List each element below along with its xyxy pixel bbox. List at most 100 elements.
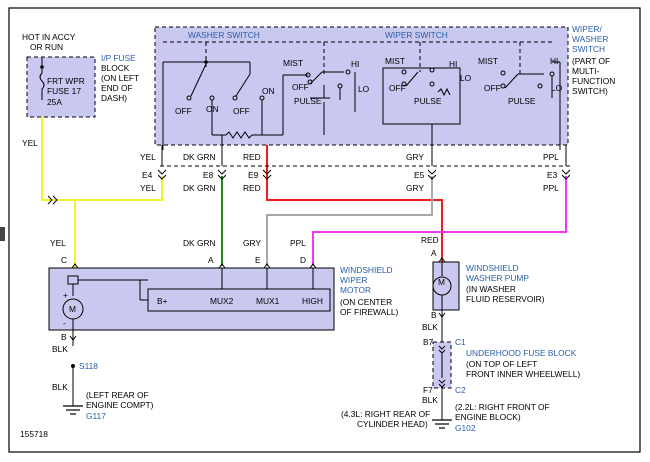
uh-c1: C1 [455, 337, 466, 347]
label-gry-mid: GRY [406, 183, 424, 193]
label-e4: E4 [142, 170, 153, 180]
motor-pin-d: D [300, 255, 306, 265]
switch-to-connector-wires [160, 145, 570, 167]
label-ppl-motor: PPL [290, 238, 306, 248]
washer-pump-internals [432, 257, 452, 342]
label-e3: E3 [547, 170, 558, 180]
label-yel-mid: YEL [140, 183, 156, 193]
fuse-symbol [39, 68, 45, 100]
wiper-b-off: OFF [389, 83, 406, 93]
wiper-c-off: OFF [484, 83, 501, 93]
motor-loc-2: OF FIREWALL) [340, 307, 399, 317]
wiper-a-hi: HI [351, 59, 359, 69]
pump-name-2: WASHER PUMP [466, 273, 529, 283]
wiper-switch-section-a [282, 48, 356, 135]
wiper-b-pulse: PULSE [414, 96, 442, 106]
wire-gry [266, 176, 433, 266]
diagram-frame [8, 7, 641, 453]
motor-mux2: MUX2 [210, 296, 234, 306]
label-e8: E8 [203, 170, 214, 180]
fuse-block-name-2: BLOCK [101, 63, 130, 73]
motor-pin-c: C [61, 255, 67, 265]
motor-loc-1: (ON CENTER [340, 297, 392, 307]
washer-on-2: ON [262, 86, 275, 96]
switch-note-3: FUNCTION [572, 76, 615, 86]
motor-pin-arrows [62, 263, 317, 346]
uh-loc-2: FRONT INNER WHEELWELL) [466, 369, 580, 379]
wiper-a-lo: LO [358, 84, 370, 94]
gnd-left-blk-1: BLK [52, 344, 68, 354]
side-tab [0, 227, 5, 241]
motor-pin-b: B [61, 332, 67, 342]
uh-f7: F7 [423, 385, 433, 395]
hot-label-2: OR RUN [30, 42, 63, 52]
gnd-right-blk-2: BLK [422, 395, 438, 405]
washer-switch-contacts [162, 60, 283, 150]
uh-c2: C2 [455, 385, 466, 395]
label-red-pump: RED [421, 235, 439, 245]
motor-bplus: B+ [157, 296, 168, 306]
pump-pin-a: A [431, 248, 437, 258]
figure-id: 155718 [20, 429, 48, 439]
pump-name-1: WINDSHIELD [466, 263, 519, 273]
pump-blk: BLK [422, 322, 438, 332]
wiper-b-lo: LO [460, 73, 472, 83]
label-yel-motor: YEL [50, 238, 66, 248]
wiper-c-mist: MIST [478, 56, 498, 66]
pump-pin-b: B [431, 310, 437, 320]
uh-loc-1: (ON TOP OF LEFT [466, 359, 537, 369]
wiper-a-off: OFF [292, 82, 309, 92]
label-dkgrn-motor: DK GRN [183, 238, 216, 248]
inline-connectors [47, 169, 571, 205]
wiper-motor [48, 267, 335, 331]
gnd-left-blk-2: BLK [52, 382, 68, 392]
label-dkgrn-top: DK GRN [183, 152, 216, 162]
switch-name-1: WIPER/ [572, 24, 602, 34]
label-ppl-mid: PPL [543, 183, 559, 193]
ip-fuse-block [26, 56, 96, 118]
label-gry-motor: GRY [243, 238, 261, 248]
fuse-block-loc-3: DASH) [101, 93, 127, 103]
label-ppl-top: PPL [543, 152, 559, 162]
fuse-block-loc-2: END OF [101, 83, 133, 93]
hot-label-1: HOT IN ACCY [22, 32, 76, 42]
motor-name-1: WINDSHIELD [340, 265, 393, 275]
label-e5: E5 [414, 170, 425, 180]
motor-minus: - [63, 318, 66, 328]
label-e9: E9 [248, 170, 259, 180]
wiper-b-hi: HI [449, 59, 457, 69]
label-dkgrn-mid: DK GRN [183, 183, 216, 193]
switch-name-2: WASHER [572, 34, 608, 44]
motor-pin-e: E [255, 255, 261, 265]
motor-mux1: MUX1 [256, 296, 280, 306]
gnd-left-s118: S118 [79, 361, 98, 371]
label-gry-top: GRY [406, 152, 424, 162]
washer-pump [432, 261, 460, 311]
gnd-right-22-2: ENGINE BLOCK) [455, 412, 521, 422]
wiper-c-pulse: PULSE [508, 96, 536, 106]
motor-m: M [69, 304, 76, 314]
pump-loc-2: FLUID RESERVOIR) [466, 294, 545, 304]
motor-plus: + [63, 290, 68, 300]
wiper-washer-switch [154, 26, 569, 146]
switch-note-4: SWITCH) [572, 86, 608, 96]
uh-b7: B7 [423, 337, 434, 347]
motor-high: HIGH [302, 296, 323, 306]
switch-name-3: SWITCH [572, 44, 605, 54]
uh-name: UNDERHOOD FUSE BLOCK [466, 348, 577, 358]
pump-loc-1: (IN WASHER [466, 284, 516, 294]
wiper-a-pulse: PULSE [294, 96, 322, 106]
wiper-b-mist: MIST [385, 56, 405, 66]
gnd-right-43-1: (4.3L: RIGHT REAR OF [341, 409, 430, 419]
washer-off-2: OFF [233, 106, 250, 116]
washer-switch-label: WASHER SWITCH [188, 30, 260, 40]
fuse-line-2: FUSE 17 [47, 86, 81, 96]
motor-name-2: WIPER [340, 275, 367, 285]
wire-ppl [312, 176, 567, 266]
switch-note-2: MULTI- [572, 66, 600, 76]
gnd-right-43-2: CYLINDER HEAD) [357, 419, 428, 429]
switch-note-1: (PART OF [572, 56, 610, 66]
gnd-right-g102: G102 [455, 423, 476, 433]
label-red-top: RED [243, 152, 261, 162]
